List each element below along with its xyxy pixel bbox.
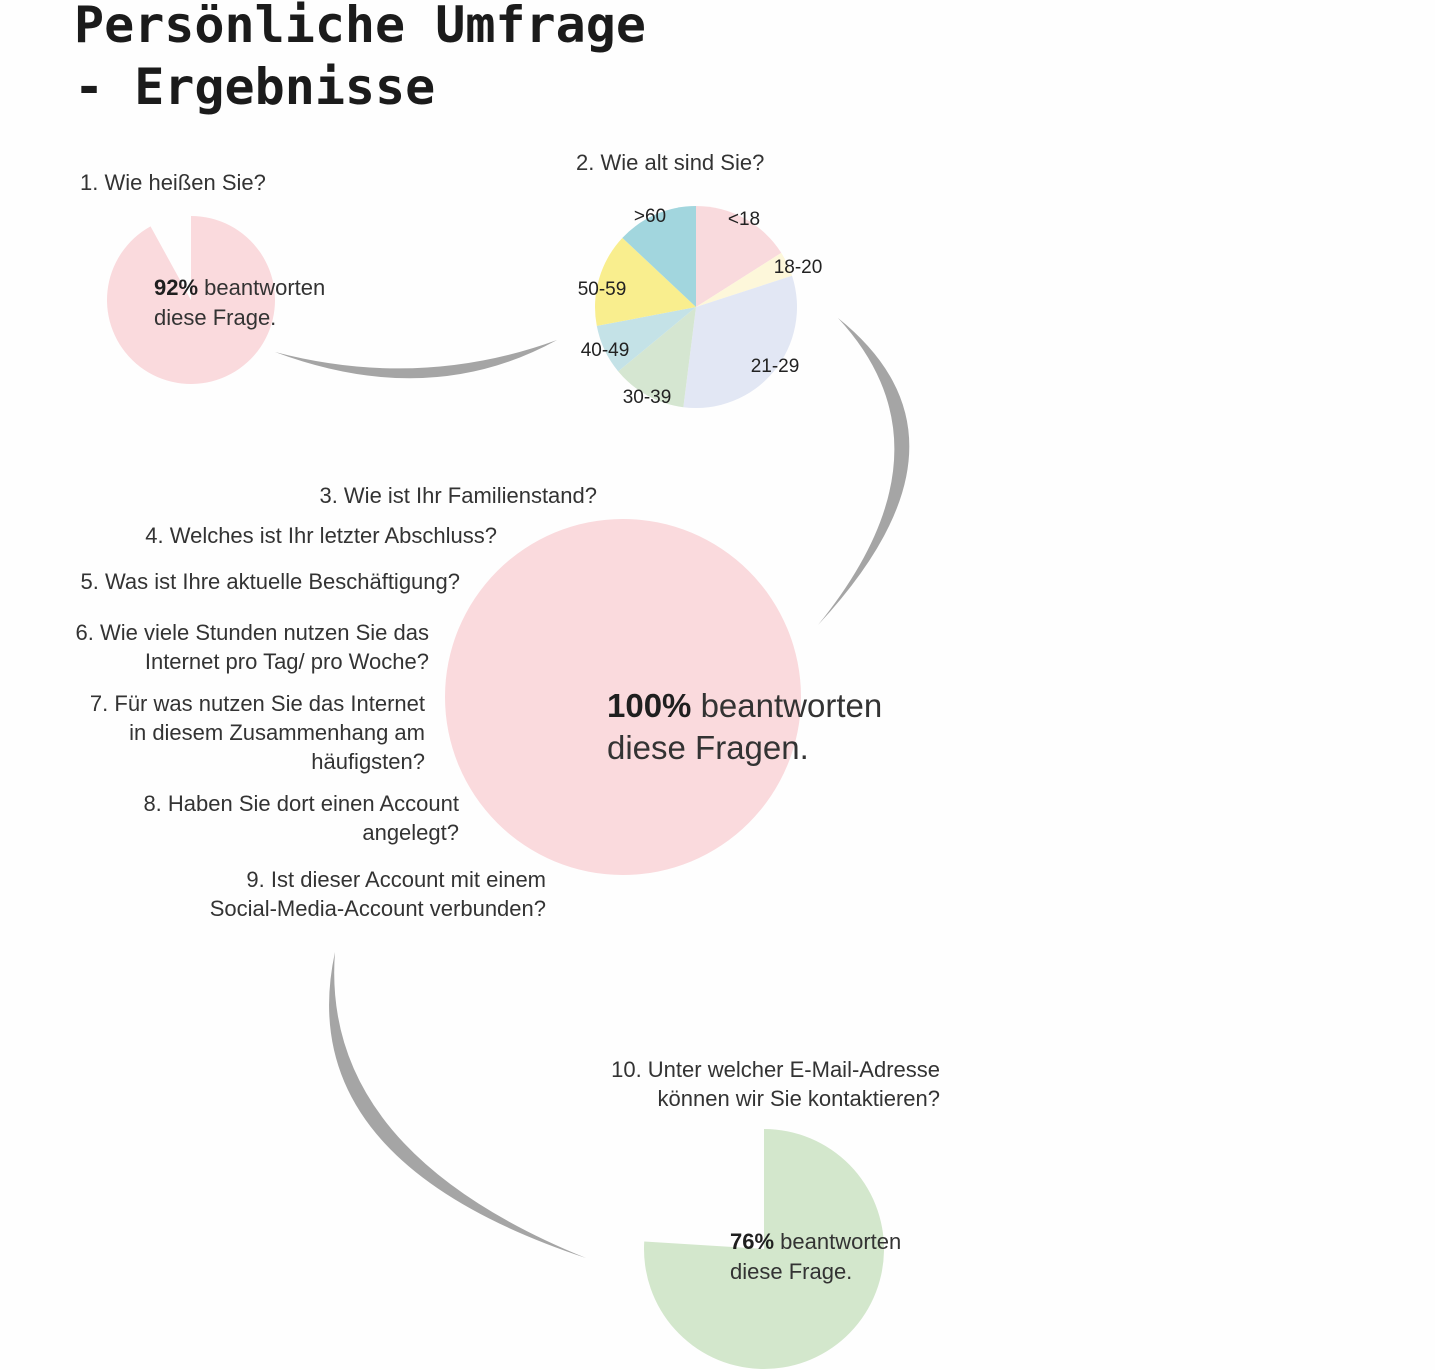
question-5: 5. Was ist Ihre aktuelle Beschäftigung? <box>80 569 461 594</box>
pie-q3-9-slice-0 <box>445 519 801 875</box>
question-3: 3. Wie ist Ihr Familienstand? <box>319 483 597 508</box>
question-7-line-2: in diesem Zusammenhang am <box>129 720 425 745</box>
question-6: 6. Wie viele Stunden nutzen Sie das Inte… <box>76 618 429 676</box>
question-1: 1. Wie heißen Sie? <box>80 170 266 195</box>
pie-q2-slice-6 <box>622 206 696 307</box>
age-label: >60 <box>634 206 666 227</box>
pie-q2-slice-2 <box>683 275 797 408</box>
page-title: Persönliche Umfrage - Ergebnisse <box>74 0 646 118</box>
pie-q10-slice-0 <box>644 1129 885 1369</box>
pie-q2-slice-0 <box>696 206 782 307</box>
age-label: 40-49 <box>581 340 630 361</box>
answer-rate-q10: 76% beantworten diese Frage. <box>730 1227 901 1287</box>
pie-q1-slice-0 <box>107 216 275 385</box>
answer-rate-q3-9: 100% beantworten diese Fragen. <box>607 685 882 769</box>
arrow-q1-to-q2 <box>275 340 557 379</box>
question-6-line-2: Internet pro Tag/ pro Woche? <box>144 649 429 674</box>
age-label: <18 <box>728 209 760 230</box>
age-label: 21-29 <box>751 356 800 377</box>
arrow-q9-to-q10 <box>329 952 586 1258</box>
question-9: 9. Ist dieser Account mit einem Social-M… <box>210 865 546 923</box>
answer-rate-q1-text-2: diese Frage. <box>154 305 277 330</box>
pie-q2-slice-1 <box>696 252 793 307</box>
pies <box>107 206 885 1369</box>
question-6-line-1: 6. Wie viele Stunden nutzen Sie das <box>75 620 429 645</box>
answer-rate-q3-9-percent: 100% <box>607 687 692 724</box>
question-8: 8. Haben Sie dort einen Account angelegt… <box>143 789 459 847</box>
question-4: 4. Welches ist Ihr letzter Abschluss? <box>145 523 497 548</box>
answer-rate-q10-text-1: beantworten <box>774 1229 902 1254</box>
question-2: 2. Wie alt sind Sie? <box>576 150 765 175</box>
question-8-line-2: angelegt? <box>362 820 459 845</box>
age-label: 30-39 <box>623 387 672 408</box>
question-10-line-1: 10. Unter welcher E-Mail-Adresse <box>611 1057 940 1082</box>
pie-q2-slice-4 <box>596 307 696 372</box>
question-9-line-1: 9. Ist dieser Account mit einem <box>246 867 546 892</box>
answer-rate-q10-text-2: diese Frage. <box>730 1259 853 1284</box>
answer-rate-q1: 92% beantworten diese Frage. <box>154 273 325 333</box>
arrow-q2-to-q3 <box>818 318 910 625</box>
age-labels: <18 18-20 21-29 30-39 40-49 50-59 >60 <box>578 206 823 408</box>
age-label: 50-59 <box>578 279 627 300</box>
answer-rate-q1-text-1: beantworten <box>198 275 326 300</box>
question-10-line-2: können wir Sie kontaktieren? <box>657 1086 941 1111</box>
title-line-1: Persönliche Umfrage <box>74 0 646 54</box>
answer-rate-q10-percent: 76% <box>730 1229 775 1254</box>
answer-rate-q3-9-text-2: diese Fragen. <box>607 729 809 766</box>
arrows <box>275 318 910 1258</box>
pie-q2-slice-3 <box>618 307 696 408</box>
question-7-line-3: häufigsten? <box>311 749 425 774</box>
question-7: 7. Für was nutzen Sie das Internet in di… <box>90 689 425 776</box>
pie-q2-slice-5 <box>595 237 696 326</box>
answer-rate-q1-percent: 92% <box>154 275 199 300</box>
question-9-line-2: Social-Media-Account verbunden? <box>209 896 546 921</box>
question-7-line-1: 7. Für was nutzen Sie das Internet <box>89 691 425 716</box>
question-8-line-1: 8. Haben Sie dort einen Account <box>143 791 459 816</box>
age-label: 18-20 <box>774 257 823 278</box>
answer-rate-q3-9-text-1: beantworten <box>691 687 883 724</box>
question-10: 10. Unter welcher E-Mail-Adresse können … <box>611 1055 940 1113</box>
title-line-2: - Ergebnisse <box>74 58 436 116</box>
